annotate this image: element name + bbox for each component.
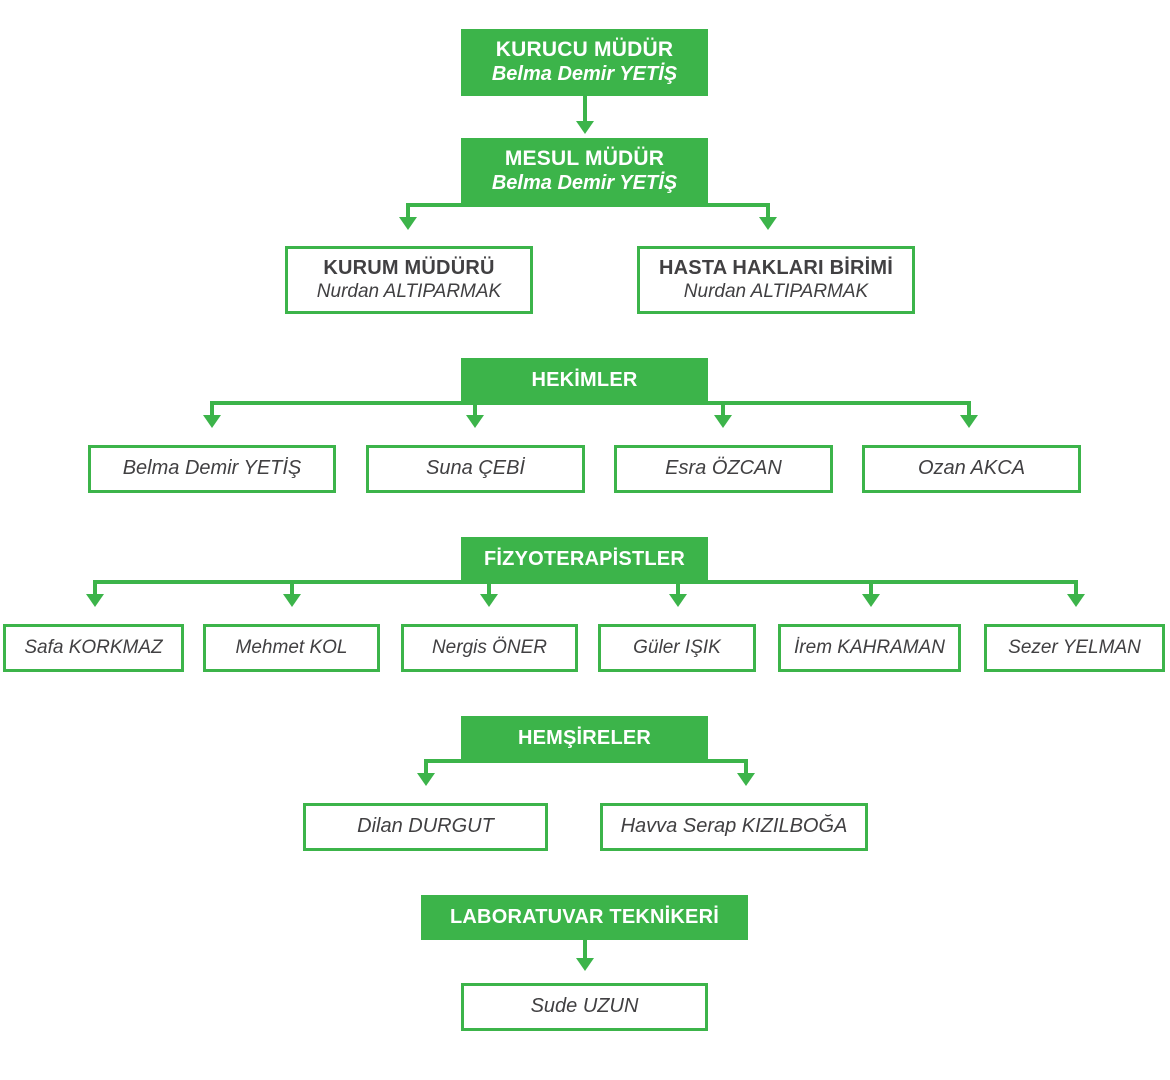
node-hemsire-2[interactable]: Havva Serap KIZILBOĞA (600, 803, 868, 851)
node-person: Esra ÖZCAN (665, 457, 782, 480)
group-header-fizyoterapistler[interactable]: FİZYOTERAPİSTLER (461, 537, 708, 582)
node-fizyoterapist-3[interactable]: Nergis ÖNER (401, 624, 578, 672)
connector-bus-fizyoterapistler (93, 580, 1078, 584)
connector-kurucu-to-mesul (583, 96, 587, 123)
connector-drop-hekim-2 (473, 401, 477, 417)
node-hekim-1[interactable]: Belma Demir YETİŞ (88, 445, 336, 493)
node-title: KURUM MÜDÜRÜ (323, 257, 495, 279)
node-person: Belma Demir YETİŞ (491, 172, 678, 195)
arrowhead-hekim-1 (203, 415, 221, 428)
node-person: Ozan AKCA (917, 457, 1026, 480)
node-fizyoterapist-2[interactable]: Mehmet KOL (203, 624, 380, 672)
node-person: Suna ÇEBİ (426, 457, 525, 480)
connector-drop-hasta-haklari (766, 203, 770, 219)
group-header-label: HEKİMLER (531, 368, 638, 391)
node-person: Nurdan ALTIPARMAK (316, 280, 502, 302)
arrowhead-fizyo-6 (1067, 594, 1085, 607)
node-kurucu-mudur[interactable]: KURUCU MÜDÜR Belma Demir YETİŞ (461, 29, 708, 96)
arrowhead-fizyo-1 (86, 594, 104, 607)
connector-bus-administration (406, 203, 770, 207)
connector-drop-fizyo-1 (93, 580, 97, 596)
connector-drop-fizyo-4 (676, 580, 680, 596)
connector-drop-kurum-muduru (406, 203, 410, 219)
node-person: Nurdan ALTIPARMAK (683, 280, 869, 302)
connector-drop-hekim-4 (967, 401, 971, 417)
connector-bus-hekimler (210, 401, 971, 405)
group-header-label: LABORATUVAR TEKNİKERİ (449, 905, 719, 928)
group-header-hekimler[interactable]: HEKİMLER (461, 358, 708, 403)
node-person: Güler IŞIK (633, 636, 721, 658)
connector-drop-hemsire-2 (744, 759, 748, 775)
node-person: Nergis ÖNER (431, 636, 548, 658)
group-header-label: HEMŞİRELER (517, 726, 652, 749)
arrowhead-hekim-3 (714, 415, 732, 428)
node-person: Belma Demir YETİŞ (122, 457, 302, 480)
node-laborant-1[interactable]: Sude UZUN (461, 983, 708, 1031)
arrowhead-hemsire-1 (417, 773, 435, 786)
node-person: Belma Demir YETİŞ (491, 63, 678, 86)
group-header-hemsireler[interactable]: HEMŞİRELER (461, 716, 708, 761)
connector-drop-hemsire-1 (424, 759, 428, 775)
connector-drop-fizyo-3 (487, 580, 491, 596)
connector-drop-fizyo-6 (1074, 580, 1078, 596)
connector-drop-fizyo-5 (869, 580, 873, 596)
node-fizyoterapist-4[interactable]: Güler IŞIK (598, 624, 756, 672)
node-fizyoterapist-6[interactable]: Sezer YELMAN (984, 624, 1165, 672)
arrowhead-fizyo-4 (669, 594, 687, 607)
node-person: Sezer YELMAN (1008, 636, 1141, 658)
group-header-label: FİZYOTERAPİSTLER (484, 547, 685, 570)
connector-drop-hekim-3 (721, 401, 725, 417)
node-hekim-3[interactable]: Esra ÖZCAN (614, 445, 833, 493)
connector-bus-hemsireler (424, 759, 748, 763)
node-hekim-4[interactable]: Ozan AKCA (862, 445, 1081, 493)
node-person: Havva Serap KIZILBOĞA (620, 815, 848, 838)
node-person: Dilan DURGUT (357, 815, 494, 838)
node-title: HASTA HAKLARI BİRİMİ (659, 257, 893, 279)
node-fizyoterapist-1[interactable]: Safa KORKMAZ (3, 624, 184, 672)
node-fizyoterapist-5[interactable]: İrem KAHRAMAN (778, 624, 961, 672)
node-person: Sude UZUN (530, 995, 639, 1018)
arrowhead-hekim-2 (466, 415, 484, 428)
arrowhead-hekim-4 (960, 415, 978, 428)
arrowhead-hasta-haklari (759, 217, 777, 230)
group-header-laboratuvar-teknikeri[interactable]: LABORATUVAR TEKNİKERİ (421, 895, 748, 940)
node-person: Mehmet KOL (235, 636, 348, 658)
arrowhead-fizyo-2 (283, 594, 301, 607)
arrowhead-kurucu-to-mesul (576, 121, 594, 134)
node-mesul-mudur[interactable]: MESUL MÜDÜR Belma Demir YETİŞ (461, 138, 708, 205)
arrowhead-fizyo-3 (480, 594, 498, 607)
node-person: İrem KAHRAMAN (794, 636, 945, 658)
node-kurum-muduru[interactable]: KURUM MÜDÜRÜ Nurdan ALTIPARMAK (285, 246, 533, 314)
node-hemsire-1[interactable]: Dilan DURGUT (303, 803, 548, 851)
connector-drop-hekim-1 (210, 401, 214, 417)
node-person: Safa KORKMAZ (24, 636, 163, 658)
node-hekim-2[interactable]: Suna ÇEBİ (366, 445, 585, 493)
connector-drop-laborant-1 (583, 940, 587, 960)
arrowhead-kurum-muduru (399, 217, 417, 230)
arrowhead-fizyo-5 (862, 594, 880, 607)
node-title: KURUCU MÜDÜR (495, 38, 674, 62)
arrowhead-hemsire-2 (737, 773, 755, 786)
connector-drop-fizyo-2 (290, 580, 294, 596)
node-title: MESUL MÜDÜR (504, 147, 665, 171)
node-hasta-haklari-birimi[interactable]: HASTA HAKLARI BİRİMİ Nurdan ALTIPARMAK (637, 246, 915, 314)
arrowhead-laborant-1 (576, 958, 594, 971)
